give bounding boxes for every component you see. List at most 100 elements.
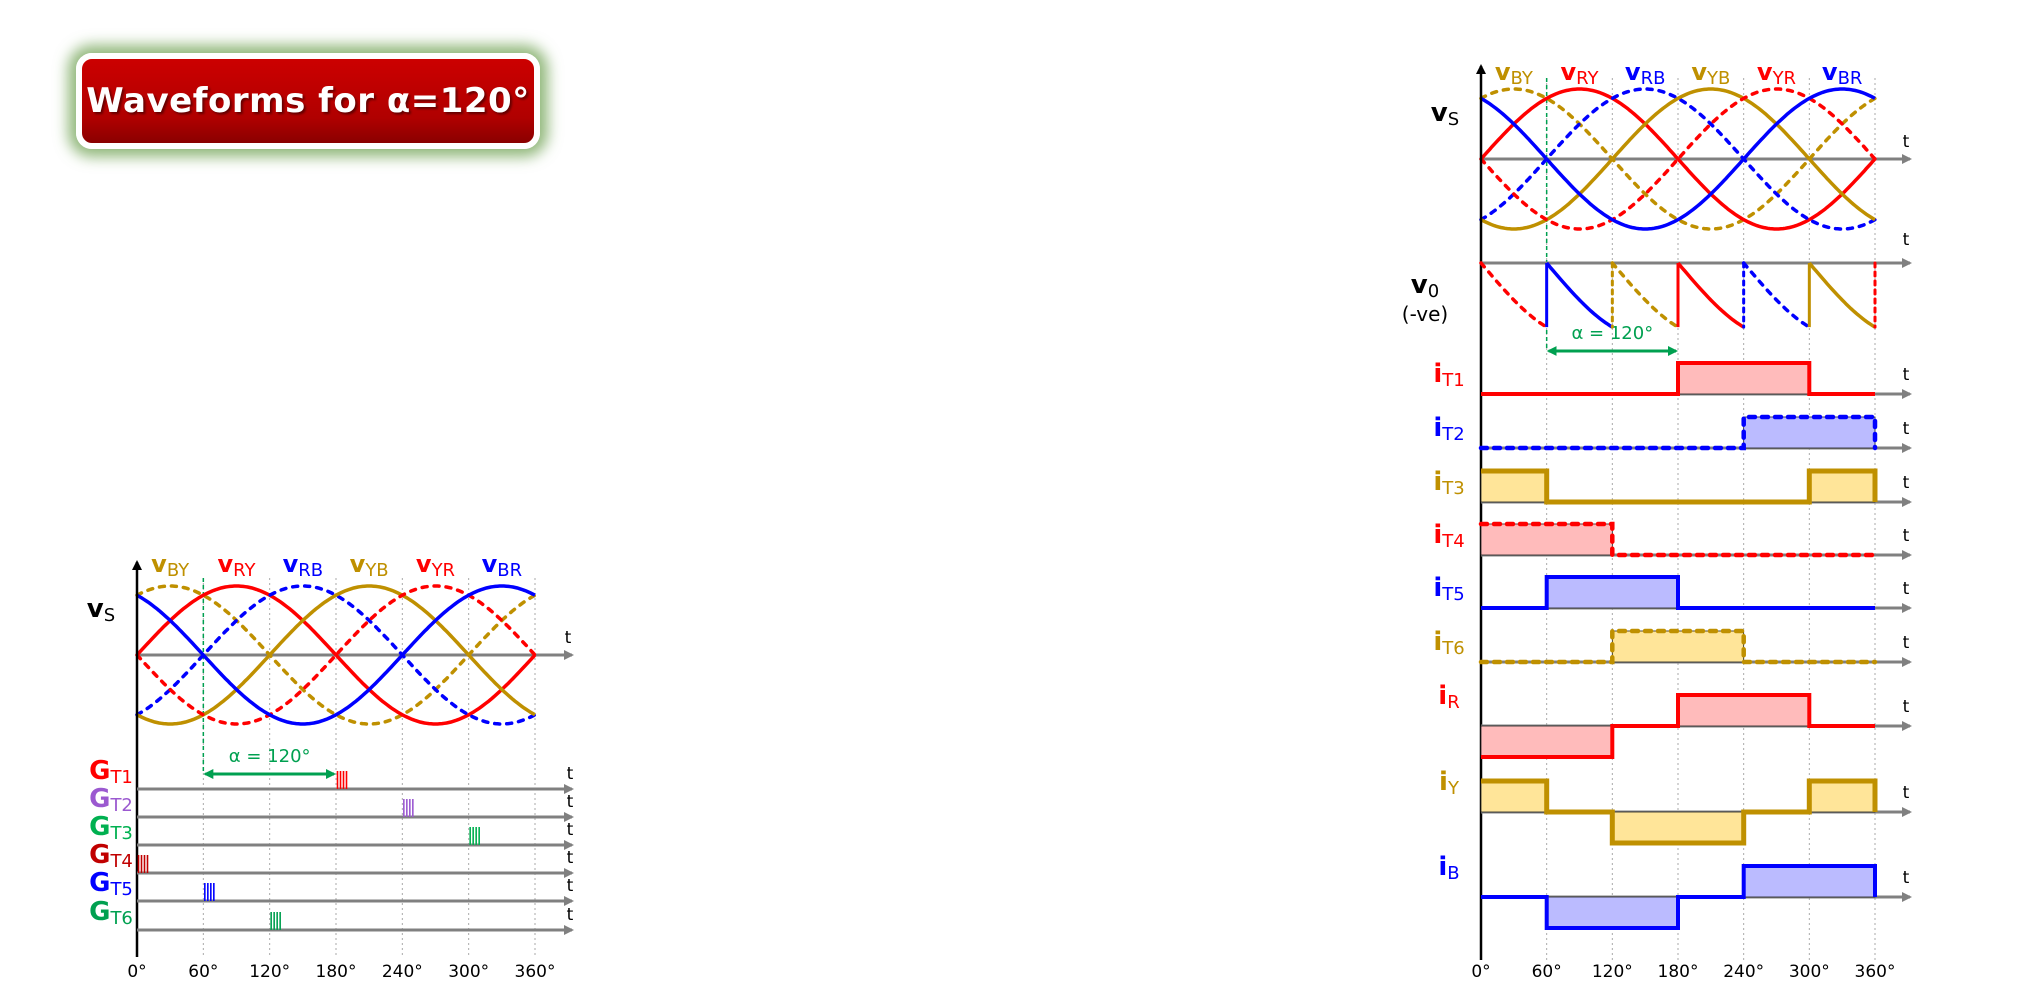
label-gt2-main: G	[89, 784, 110, 814]
gate-pulse-gt1	[336, 771, 348, 789]
tick-label: 240°	[382, 962, 423, 982]
label-vrb-main: v	[1625, 58, 1641, 86]
label-it1-sub: T1	[1441, 370, 1464, 391]
t-label-it3: t	[1903, 473, 1910, 493]
label-vyb: vYB	[1691, 58, 1730, 89]
v0-axis-label: v0	[1411, 270, 1439, 302]
label-vry-sub: RY	[233, 560, 256, 581]
label-ib-sub: B	[1447, 863, 1459, 884]
gate-t-label: t	[567, 792, 574, 812]
label-vry: vRY	[217, 550, 256, 581]
fill-iy	[1480, 780, 1548, 813]
label-vyb-main: v	[350, 550, 366, 578]
vs-axis-label-main: v	[1431, 98, 1448, 128]
label-it2: iT2	[1433, 413, 1464, 445]
waveform-it6	[1478, 628, 1878, 665]
tick-label: 300°	[448, 962, 489, 982]
label-vyr-main: v	[416, 550, 432, 578]
label-vbr: vBR	[1822, 58, 1863, 89]
tick-label: 180°	[316, 962, 357, 982]
label-vrb-sub: RB	[1641, 68, 1666, 89]
label-gt6-main: G	[89, 897, 110, 927]
label-vby-main: v	[1495, 58, 1511, 86]
tick-label: 360°	[515, 962, 556, 982]
label-vby-sub: BY	[167, 560, 190, 581]
label-gt5-main: G	[89, 868, 110, 898]
tick-label: 0°	[1471, 962, 1490, 982]
label-gt5: GT5	[89, 868, 133, 900]
gate-t-label: t	[567, 905, 574, 925]
label-gt6-sub: T6	[109, 908, 132, 929]
vs-t-label: t	[565, 628, 572, 648]
tick-label: 60°	[188, 962, 218, 982]
label-vyb-sub: YB	[364, 560, 388, 581]
label-ib: iB	[1438, 852, 1459, 884]
fill-ir	[1677, 694, 1810, 727]
label-iy: iY	[1439, 767, 1460, 799]
curve-vry	[1479, 87, 1877, 231]
label-gt1-main: G	[89, 756, 110, 786]
label-vbr-sub: BR	[1838, 68, 1863, 89]
label-gt3-main: G	[89, 812, 110, 842]
tick-label: 300°	[1789, 962, 1830, 982]
v0-segment	[1676, 261, 1745, 329]
t-label-iy: t	[1903, 783, 1910, 803]
label-vbr-main: v	[482, 550, 498, 578]
label-vbr: vBR	[482, 550, 523, 581]
label-it3: iT3	[1433, 467, 1464, 499]
v0-segment	[1741, 261, 1812, 329]
v0-t-label: t	[1903, 230, 1910, 250]
curve-vry	[135, 584, 537, 726]
vs-axis-label: vS	[87, 594, 115, 626]
v0-segment	[1479, 261, 1549, 329]
label-vyb: vYB	[350, 550, 389, 581]
fill-it4	[1480, 523, 1613, 556]
label-vby-main: v	[151, 550, 167, 578]
label-it5: iT5	[1433, 573, 1464, 605]
label-gt4-sub: T4	[109, 851, 132, 872]
tick-label: 360°	[1855, 962, 1896, 982]
label-vyb-sub: YB	[1706, 68, 1730, 89]
waveform-it3	[1481, 468, 1878, 505]
t-label-it1: t	[1903, 365, 1910, 385]
tick-label: 120°	[1592, 962, 1633, 982]
vs-axis-label-main: v	[87, 594, 104, 624]
fill-it5	[1546, 576, 1679, 609]
label-it2-main: i	[1433, 413, 1442, 443]
label-vry-main: v	[1560, 58, 1576, 86]
tick-label: 120°	[249, 962, 290, 982]
t-label-it2: t	[1903, 419, 1910, 439]
v0-axis-label-main: v	[1411, 270, 1428, 300]
label-gt4-main: G	[89, 840, 110, 870]
label-vby: vBY	[1495, 58, 1534, 89]
label-vrb-sub: RB	[298, 560, 323, 581]
label-it6-sub: T6	[1441, 638, 1464, 659]
label-vrb: vRB	[1625, 58, 1666, 89]
label-vrb-main: v	[283, 550, 299, 578]
label-vyr-sub: YR	[431, 560, 456, 581]
waveform-it1	[1481, 361, 1875, 396]
fill-it6	[1611, 630, 1745, 663]
label-gt6: GT6	[89, 897, 133, 929]
gate-pulse-gt3	[469, 827, 480, 845]
waveform-ir	[1481, 693, 1875, 759]
fill-it3	[1808, 470, 1876, 503]
waveform-ib	[1481, 864, 1877, 930]
label-vry-sub: RY	[1576, 68, 1599, 89]
fill-it2	[1743, 416, 1876, 449]
label-it4-main: i	[1433, 520, 1442, 550]
label-vry-main: v	[217, 550, 233, 578]
label-gt3-sub: T3	[109, 823, 132, 844]
fill-ir	[1480, 725, 1613, 758]
label-vry: vRY	[1560, 58, 1599, 89]
tick-label: 180°	[1658, 962, 1699, 982]
label-gt5-sub: T5	[109, 879, 132, 900]
gate-t-label: t	[567, 848, 574, 868]
label-ir-main: i	[1438, 681, 1447, 711]
label-gt1: GT1	[89, 756, 133, 788]
label-gt2-sub: T2	[109, 795, 132, 816]
gate-pulse-gt6	[270, 912, 281, 930]
label-vbr-main: v	[1822, 58, 1838, 86]
label-vyr: vYR	[416, 550, 455, 581]
fill-ib	[1743, 865, 1876, 898]
